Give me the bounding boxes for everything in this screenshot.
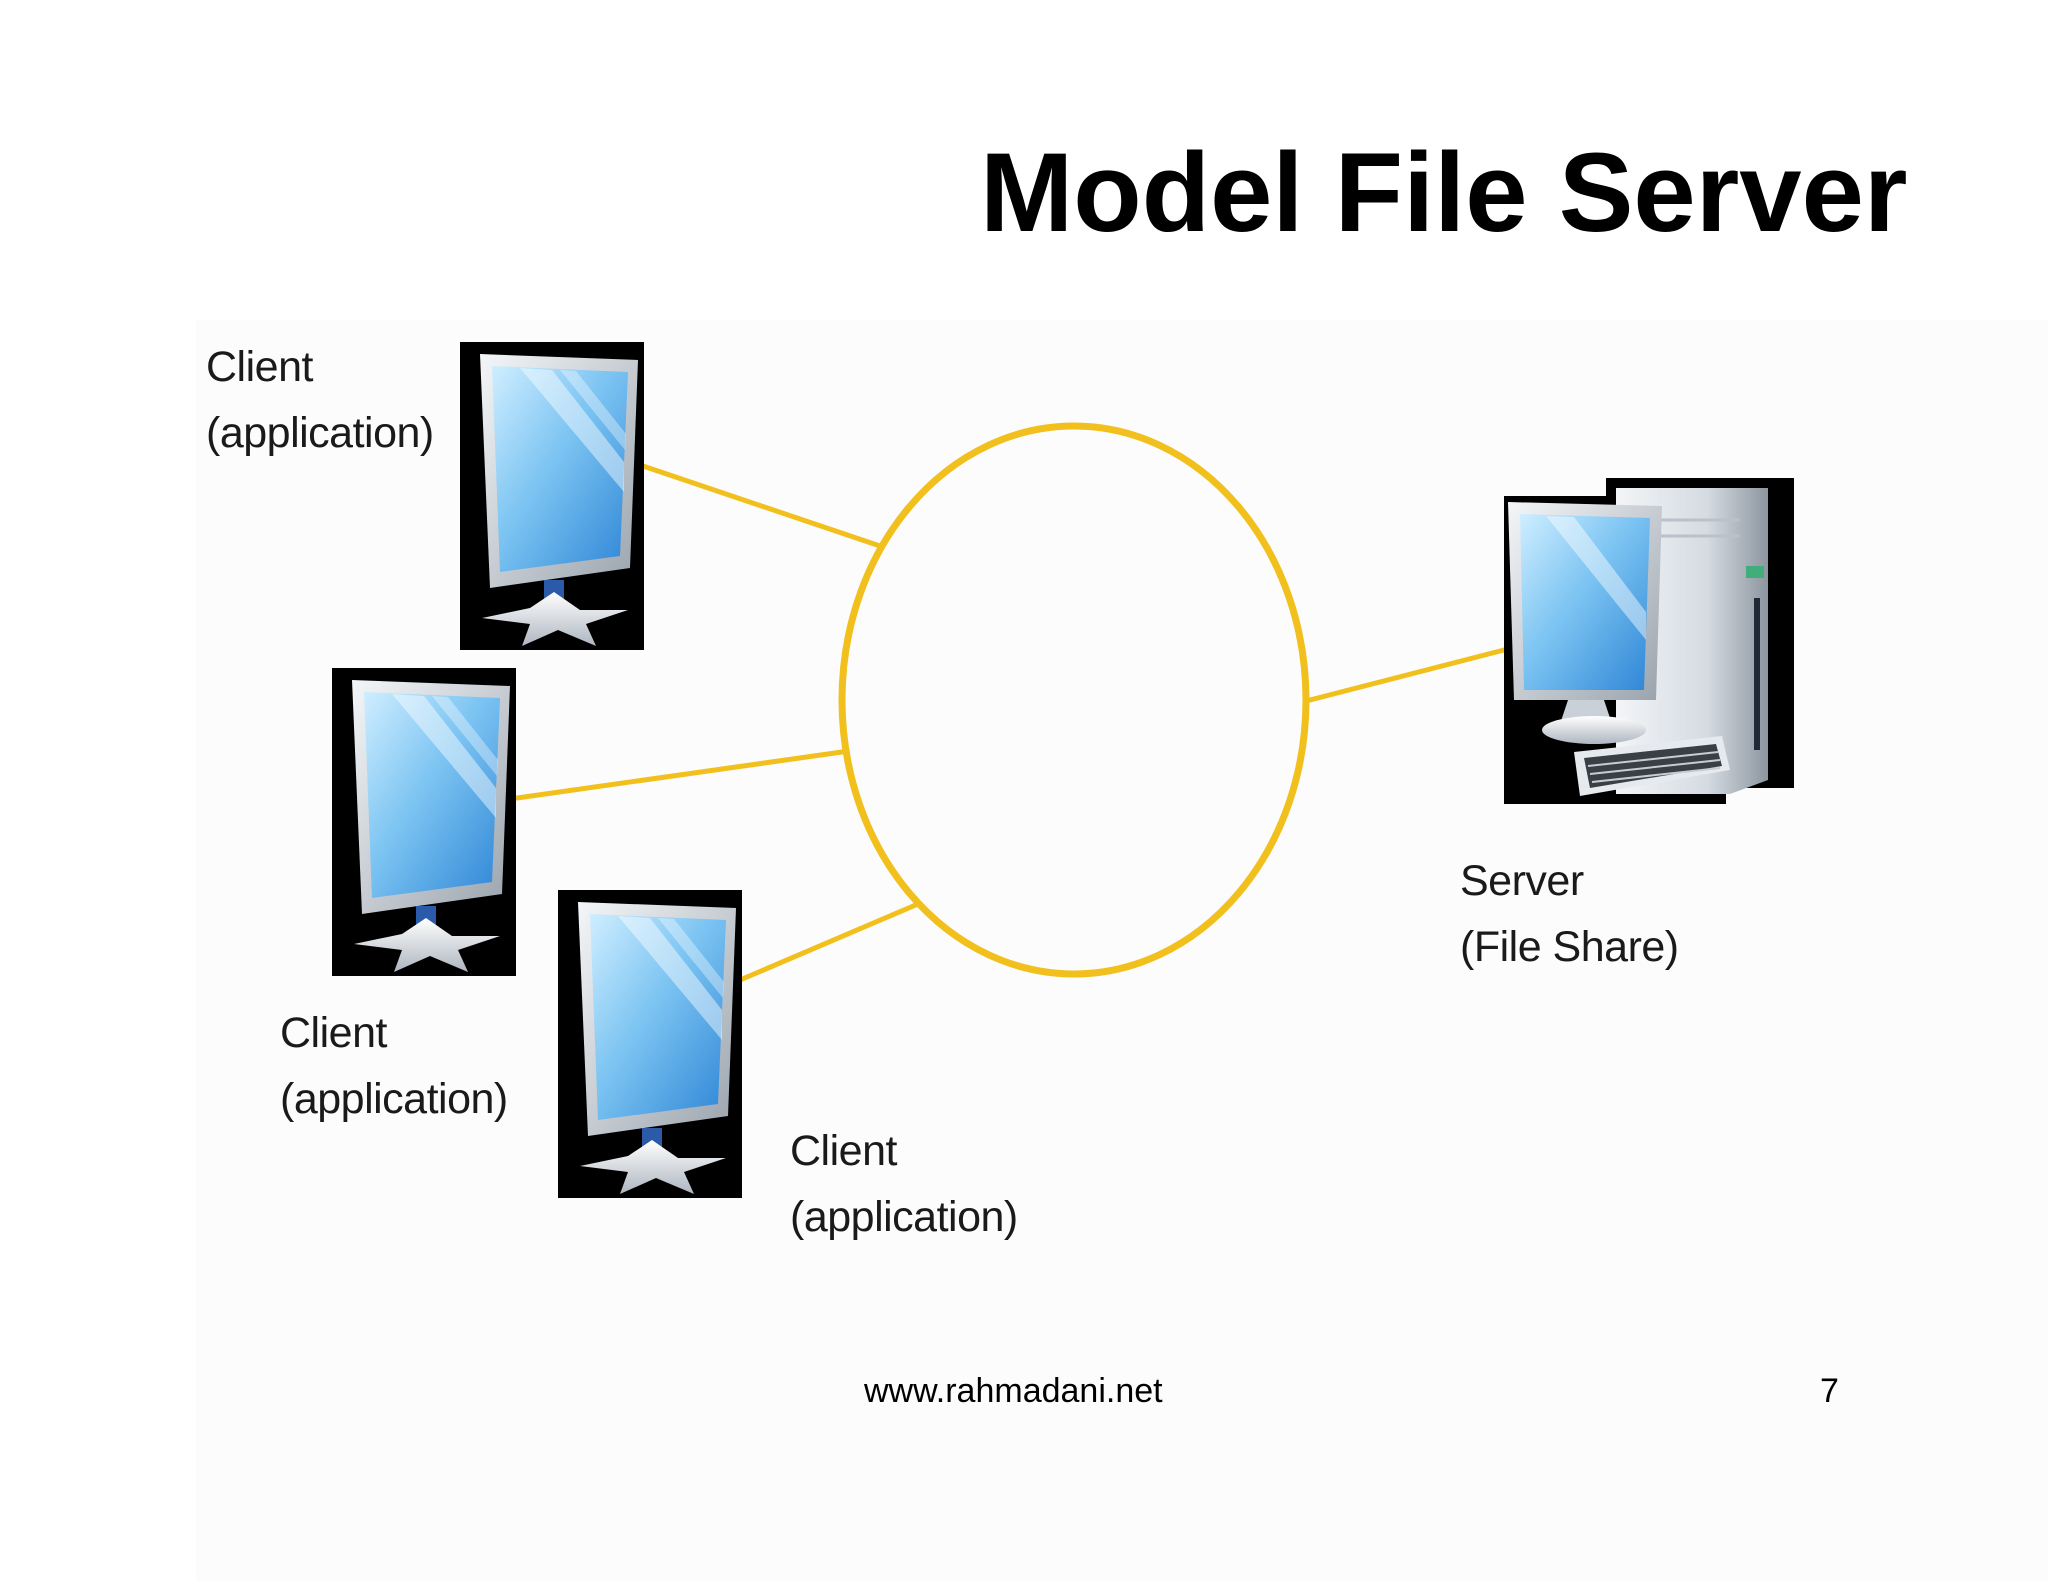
server-computer-icon xyxy=(1504,478,1794,804)
page-number: 7 xyxy=(1820,1372,1839,1410)
footer-url: www.rahmadani.net xyxy=(864,1372,1163,1410)
client-monitor-icon-3 xyxy=(558,890,742,1198)
client-label-3-line1: Client xyxy=(790,1127,897,1175)
client-label-1-line1: Client xyxy=(206,343,313,391)
network-ellipse xyxy=(838,422,1310,978)
server-label-line2: (File Share) xyxy=(1460,923,1679,971)
connector-client-3 xyxy=(737,901,921,983)
client-label-3: Client (application) xyxy=(790,1118,1018,1250)
connector-lines xyxy=(514,463,1507,983)
connector-server xyxy=(1307,647,1507,703)
client-label-2-line1: Client xyxy=(280,1009,387,1057)
client-label-2-line2: (application) xyxy=(280,1075,508,1123)
client-label-2: Client (application) xyxy=(280,1000,508,1132)
client-monitor-icon-2 xyxy=(332,668,516,976)
server-label-line1: Server xyxy=(1460,857,1584,905)
client-label-1-line2: (application) xyxy=(206,409,434,457)
connector-client-1 xyxy=(640,463,883,549)
slide-title: Model File Server xyxy=(980,130,1908,255)
client-label-3-line2: (application) xyxy=(790,1193,1018,1241)
client-label-1: Client (application) xyxy=(206,334,434,466)
connector-client-2 xyxy=(514,749,845,801)
server-label: Server (File Share) xyxy=(1460,848,1679,980)
client-monitor-icon-1 xyxy=(460,342,644,650)
